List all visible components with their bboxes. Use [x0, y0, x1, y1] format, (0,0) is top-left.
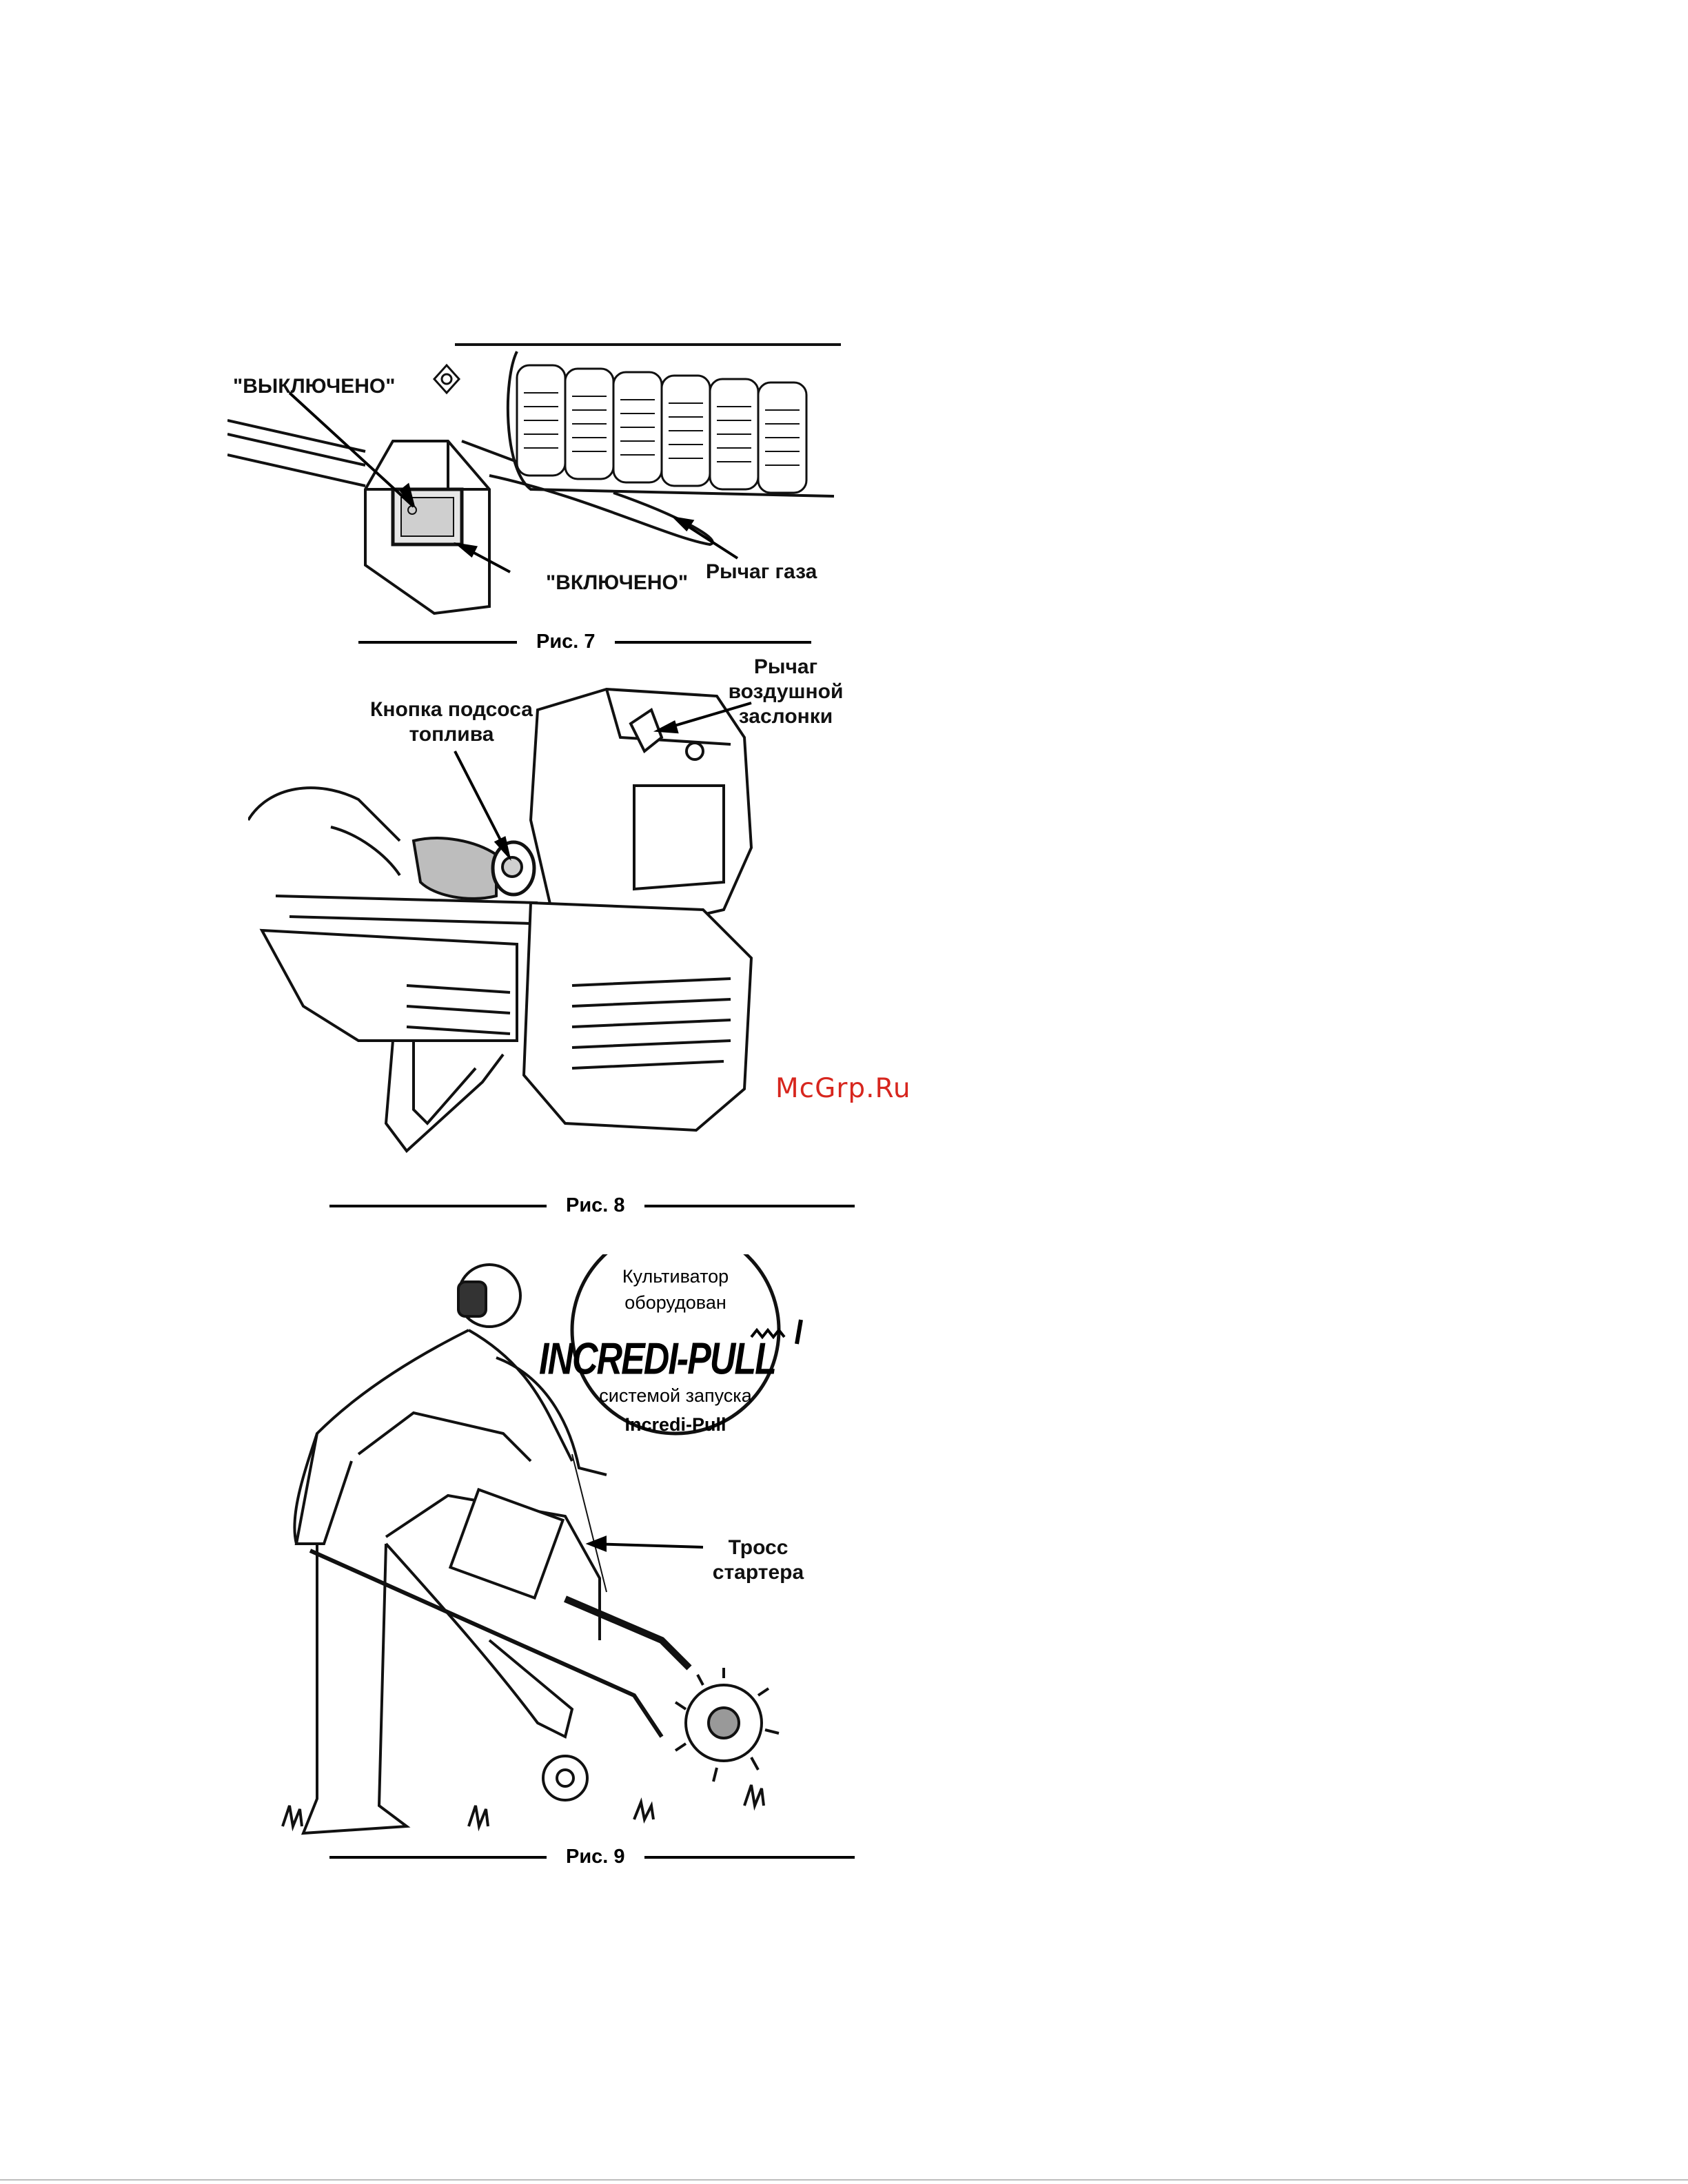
fig8-label-primer-line1: Кнопка подсоса — [348, 697, 555, 722]
fig9-label-rope-line1: Тросс — [703, 1535, 813, 1560]
fig8-label-primer-line2: топлива — [348, 722, 555, 747]
caption-rule — [615, 641, 811, 644]
fig7-label-throttle: Рычаг газа — [706, 560, 817, 584]
caption-rule — [358, 641, 517, 644]
fig7-caption-text: Рис. 7 — [536, 631, 596, 653]
fig7-caption: Рис. 7 — [358, 631, 811, 653]
page-bottom-border — [0, 2179, 1688, 2181]
fig9-caption-text: Рис. 9 — [566, 1846, 625, 1868]
caption-rule — [329, 1205, 547, 1207]
caption-rule — [329, 1856, 547, 1859]
badge-line3: системой запуска — [572, 1385, 779, 1407]
fig8-label-choke-line1: Рычаг — [717, 655, 855, 680]
fig8-illustration — [248, 682, 848, 1178]
badge-brand: INCREDI-PULL — [539, 1334, 775, 1385]
fig7-label-off: "ВЫКЛЮЧЕНО" — [233, 374, 395, 399]
fig9-label-rope: Тросс стартера — [703, 1535, 813, 1585]
fig8-caption: Рис. 8 — [329, 1194, 855, 1217]
fig8-label-choke-line3: заслонки — [717, 704, 855, 729]
caption-rule — [644, 1205, 855, 1207]
badge-line1: Культиватор — [572, 1266, 779, 1287]
watermark: McGrp.Ru — [775, 1073, 911, 1104]
fig8-caption-text: Рис. 8 — [566, 1194, 625, 1217]
fig9-label-rope-line2: стартера — [703, 1560, 813, 1585]
caption-rule — [644, 1856, 855, 1859]
fig8-label-choke-line2: воздушной — [717, 680, 855, 704]
fig7-label-on: "ВКЛЮЧЕНО" — [546, 571, 688, 595]
badge-line4: Incredi-Pull — [572, 1414, 779, 1436]
badge-line2: оборудован — [572, 1292, 779, 1314]
fig8-label-choke: Рычаг воздушной заслонки — [717, 655, 855, 729]
fig9-caption: Рис. 9 — [329, 1846, 855, 1868]
fig8-label-primer: Кнопка подсоса топлива — [348, 697, 555, 747]
